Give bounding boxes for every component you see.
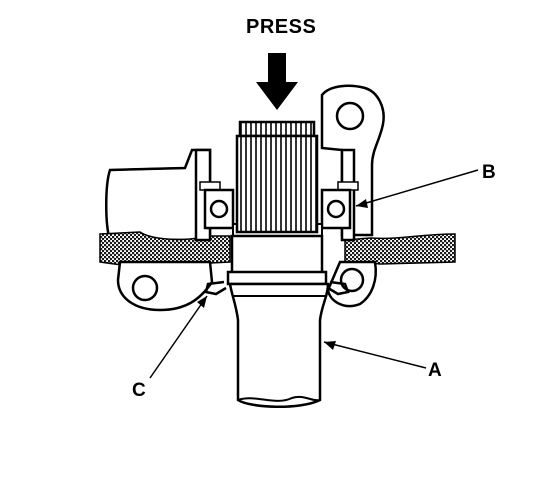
leader-a-arrow-icon <box>324 341 336 350</box>
leader-b-arrow-icon <box>356 199 368 208</box>
shaft <box>228 282 330 408</box>
press-driver-tool <box>235 120 319 234</box>
label-b: B <box>482 162 496 183</box>
leader-c-arrow-icon <box>197 296 207 308</box>
press-label: PRESS <box>246 16 316 38</box>
leader-lines <box>149 169 479 379</box>
leader-a <box>323 341 427 369</box>
label-a: A <box>428 360 442 381</box>
label-c: C <box>132 380 146 401</box>
lower-left-ear <box>116 260 214 312</box>
snap-ring <box>204 280 350 296</box>
press-arrow-icon <box>256 53 298 110</box>
lower-right-lug <box>326 260 377 308</box>
leader-c <box>149 295 208 379</box>
leader-b <box>355 169 479 207</box>
left-housing-ear <box>105 148 212 242</box>
shaft-collar <box>226 234 328 286</box>
